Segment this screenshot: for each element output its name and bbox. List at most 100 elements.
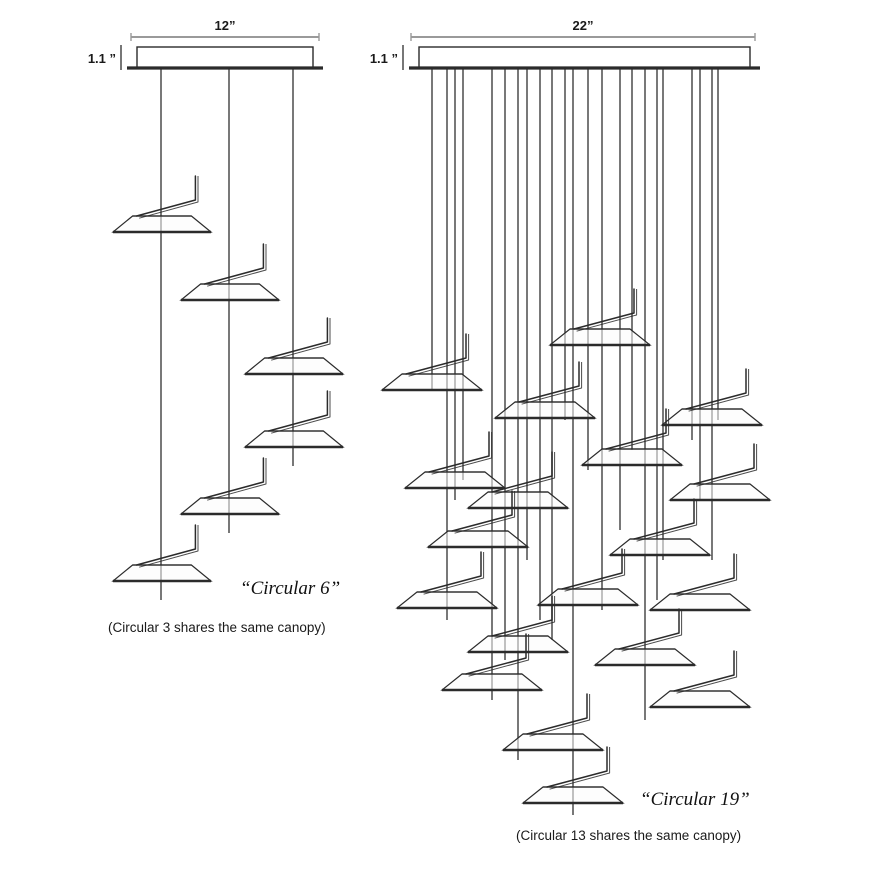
pendant-shade (395, 551, 499, 610)
shade-cord-arm (135, 175, 197, 217)
pendant-shade (111, 524, 213, 583)
shade-cord-arm-inner (576, 289, 638, 332)
canopy-width-label: 22” (573, 18, 594, 33)
lamp-group-circular-6 (111, 33, 345, 600)
shade-cord-arm (526, 693, 588, 735)
shade-cord-arm (451, 490, 513, 532)
shade-cord-arm (135, 524, 197, 566)
canopy-width-label: 12” (215, 18, 236, 33)
pendant-shade (111, 175, 213, 234)
shade-cord-arm (267, 317, 329, 359)
shade-cord-arm (618, 608, 680, 650)
shade-cord-arm (518, 361, 580, 403)
shade-cord-arm-inner (696, 444, 758, 487)
shade-cord-arm-inner (423, 552, 485, 595)
shade-cord-arm (203, 243, 265, 285)
shade-body (243, 357, 345, 375)
shade-body (466, 491, 570, 509)
shade-cord-arm (267, 390, 329, 432)
shade-body (403, 471, 507, 489)
pendant-shade (648, 553, 752, 612)
shade-body (648, 690, 752, 708)
model-name-label: “Circular 19” (640, 789, 750, 810)
shade-cord-arm (203, 457, 265, 499)
shade-cord-arm (465, 633, 527, 675)
shade-cord-arm (633, 498, 695, 540)
pendant-shade (608, 498, 712, 557)
shade-cord-arm-inner (494, 596, 556, 639)
canopy-height-label: 1.1 ” (88, 51, 116, 66)
canopy-share-note: (Circular 3 shares the same canopy) (108, 620, 326, 635)
shade-body (179, 283, 281, 301)
shade-cord-arm-inner (676, 651, 738, 694)
pendant-shade (536, 548, 640, 607)
shade-cord-arm-inner (139, 176, 199, 219)
shade-body (493, 401, 597, 419)
pendant-shade (466, 595, 570, 654)
shade-cord-arm-inner (564, 549, 626, 592)
pendant-shade (660, 368, 764, 427)
shade-body (648, 593, 752, 611)
pendant-shade (426, 490, 530, 549)
pendant-shade (179, 243, 281, 302)
shade-body (521, 786, 625, 804)
shade-cord-arm (685, 368, 747, 410)
shade-body (111, 215, 213, 233)
shade-cord-arm-inner (549, 747, 611, 790)
pendant-shade (179, 457, 281, 516)
pendant-shade (668, 443, 772, 502)
shade-cord-arm (573, 288, 635, 330)
shade-body (440, 673, 544, 691)
pendant-shade (466, 451, 570, 510)
shade-cord-arm (673, 650, 735, 692)
canopy-share-note: (Circular 13 shares the same canopy) (516, 828, 741, 843)
shade-cord-arm-inner (271, 391, 331, 434)
shade-cord-arm-inner (636, 499, 698, 542)
pendant-shade (493, 361, 597, 420)
shade-cord-arm-inner (688, 369, 750, 412)
pendant-shade (580, 408, 684, 467)
shade-body (536, 588, 640, 606)
pendant-shade (648, 650, 752, 709)
shade-cord-arm-inner (207, 244, 267, 287)
shade-cord-arm (428, 431, 490, 473)
shade-cord-arm-inner (271, 318, 331, 361)
pendant-shade (440, 633, 544, 692)
shade-cord-arm-inner (676, 554, 738, 597)
shade-body (111, 564, 213, 582)
pendant-shade (593, 608, 697, 667)
pendant-shade (501, 693, 605, 752)
canopy-height-label: 1.1 ” (370, 51, 398, 66)
canopy-plate (418, 46, 751, 69)
shade-cord-arm (491, 451, 553, 493)
shade-cord-arm (693, 443, 755, 485)
shade-body (179, 497, 281, 515)
shade-cord-arm-inner (468, 634, 530, 677)
shade-cord-arm (546, 746, 608, 788)
shade-cord-arm (405, 333, 467, 375)
shade-cord-arm (561, 548, 623, 590)
shade-cord-arm-inner (529, 694, 591, 737)
shade-body (395, 591, 499, 609)
pendant-shade (403, 431, 507, 490)
shade-cord-arm-inner (621, 609, 683, 652)
pendant-shade (548, 288, 652, 347)
lamp-group-circular-19 (380, 33, 772, 815)
shade-body (593, 648, 697, 666)
shade-body (668, 483, 772, 501)
shade-body (243, 430, 345, 448)
shade-cord-arm-inner (431, 432, 493, 475)
pendant-shade (243, 317, 345, 376)
shade-cord-arm-inner (408, 334, 470, 377)
shade-cord-arm-inner (139, 525, 199, 568)
shade-cord-arm (605, 408, 667, 450)
shade-cord-arm-inner (608, 409, 670, 452)
shade-body (580, 448, 684, 466)
shade-cord-arm-inner (521, 362, 583, 405)
canopy-plate (136, 46, 314, 69)
model-name-label: “Circular 6” (240, 578, 340, 599)
pendant-shade (521, 746, 625, 805)
shade-cord-arm-inner (207, 458, 267, 501)
